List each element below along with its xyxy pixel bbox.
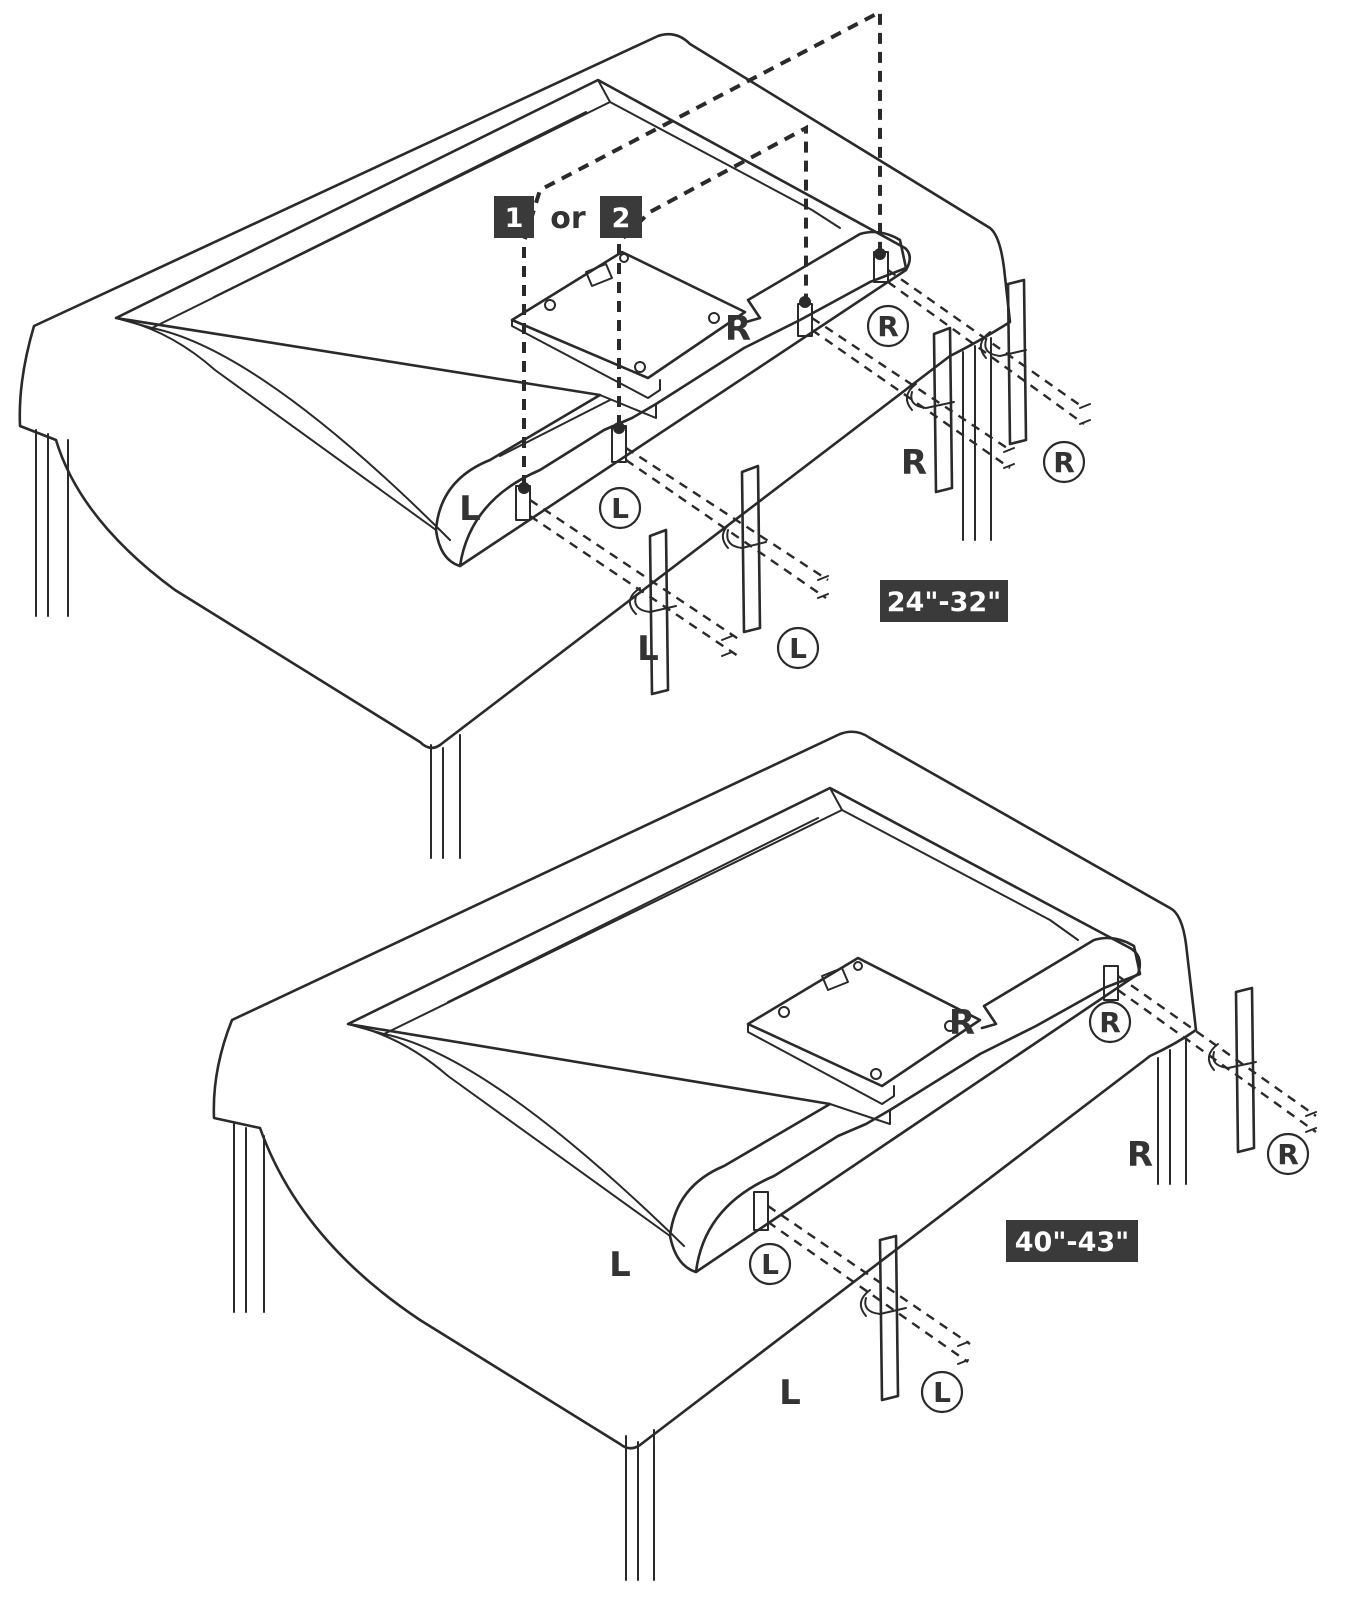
label-right: R bbox=[1127, 1135, 1153, 1175]
stand-leg-left bbox=[859, 1234, 907, 1402]
label-right: R bbox=[725, 309, 751, 349]
screw-icon bbox=[721, 403, 1091, 657]
step-badge-1 bbox=[494, 196, 534, 238]
tv-panel bbox=[746, 956, 982, 1088]
circled-right: R bbox=[1277, 1138, 1299, 1171]
top-panel: 1 or 2 24"-32" L R L R L L R R bbox=[18, 8, 1091, 859]
label-left: L bbox=[459, 489, 481, 529]
label-left: L bbox=[609, 1245, 631, 1285]
step-badge-1-text: 1 bbox=[505, 203, 524, 234]
table-cloth bbox=[18, 32, 1012, 750]
bottom-panel: 40"-43" L R L R L L R R bbox=[212, 730, 1317, 1581]
step-badge-2 bbox=[600, 196, 642, 238]
size-label-bottom: 40"-43" bbox=[1015, 1227, 1130, 1258]
screw-icon bbox=[957, 1111, 1317, 1365]
size-badge-bottom bbox=[1006, 1220, 1138, 1262]
guide-lines bbox=[767, 975, 1317, 1363]
stand-leg-right-back bbox=[979, 278, 1028, 446]
tv-foot-bar bbox=[694, 936, 1142, 1274]
guide-lines bbox=[522, 8, 1085, 657]
circled-left: L bbox=[611, 492, 629, 525]
size-label-top: 24"-32" bbox=[887, 587, 1002, 618]
tv-foot-bar bbox=[458, 230, 908, 568]
or-text: or bbox=[550, 201, 586, 236]
stand-leg-right-front bbox=[905, 326, 955, 494]
tv-back bbox=[114, 78, 912, 568]
circled-left: L bbox=[761, 1248, 779, 1281]
tv-bezel-lower bbox=[115, 317, 451, 541]
stand-leg-right bbox=[1207, 986, 1257, 1154]
table-legs bbox=[35, 337, 992, 859]
circled-left: L bbox=[789, 632, 807, 665]
table-cloth bbox=[212, 730, 1198, 1450]
circled-right: R bbox=[1099, 1006, 1121, 1039]
label-right: R bbox=[901, 443, 927, 483]
label-right: R bbox=[949, 1003, 975, 1043]
circled-left: L bbox=[933, 1376, 951, 1409]
circled-right: R bbox=[1053, 446, 1075, 479]
table-legs bbox=[233, 1039, 1187, 1581]
tv-panel bbox=[510, 250, 747, 380]
size-badge-top bbox=[880, 580, 1008, 622]
tv-back bbox=[346, 786, 1142, 1274]
circled-right: R bbox=[877, 310, 899, 343]
step-badge-2-text: 2 bbox=[612, 203, 631, 234]
stand-leg-left-front bbox=[629, 528, 677, 696]
stand-leg-left-back bbox=[721, 464, 767, 634]
tv-bezel bbox=[115, 79, 611, 329]
label-left: L bbox=[637, 629, 659, 669]
label-left: L bbox=[779, 1373, 801, 1413]
